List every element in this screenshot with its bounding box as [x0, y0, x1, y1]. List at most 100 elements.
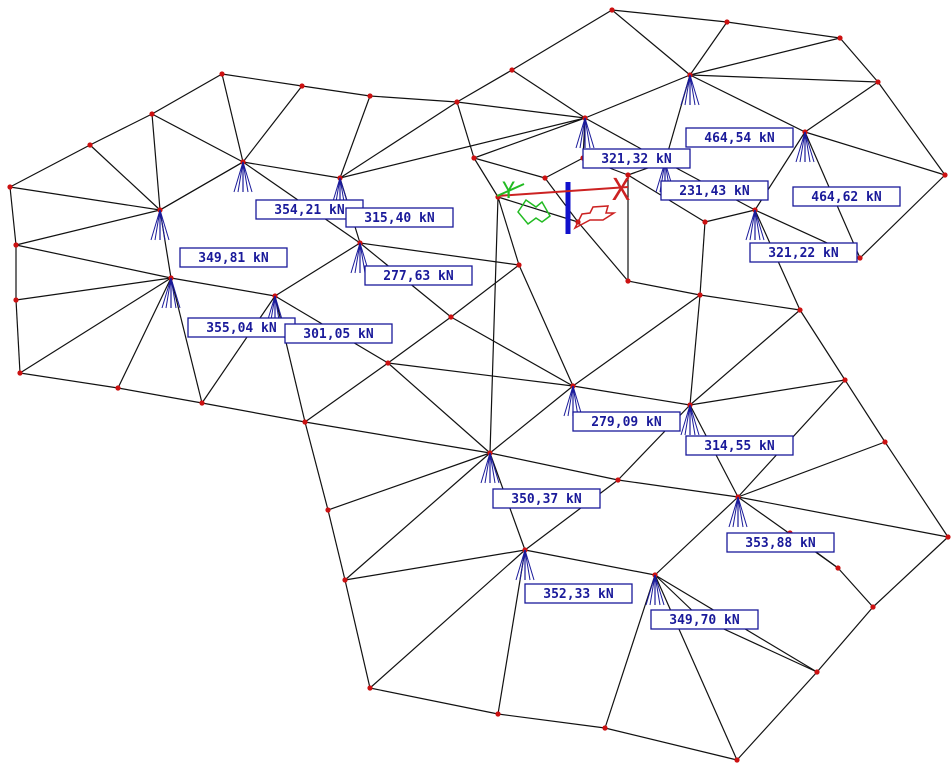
mesh-edge: [837, 567, 874, 608]
mesh-edge: [221, 73, 244, 163]
mesh-edge: [15, 209, 161, 246]
mesh-edge: [339, 117, 586, 179]
mesh-edge: [689, 21, 728, 76]
mesh-node: [615, 477, 621, 483]
mesh-edge: [456, 69, 513, 103]
mesh-node: [13, 242, 19, 248]
mesh-edge: [839, 37, 879, 83]
reaction-arrow-fan: [484, 452, 491, 484]
reaction-arrow-fan: [737, 496, 744, 528]
mesh-edge: [804, 131, 946, 176]
mesh-node: [625, 278, 631, 284]
mesh-edge: [117, 387, 203, 404]
mesh-edge: [387, 316, 452, 364]
reaction-arrow-fan: [237, 161, 244, 193]
reaction-label: 464,54 kN: [704, 131, 775, 146]
mesh-node: [542, 175, 548, 181]
reaction-label: 349,81 kN: [198, 251, 269, 266]
axis-x-line: [496, 186, 629, 197]
reaction-arrow-fan: [354, 242, 361, 274]
reaction-label-box: [345, 207, 454, 228]
mesh-edge: [327, 452, 491, 511]
mesh-edge: [304, 362, 389, 423]
mesh-edge: [301, 85, 371, 97]
mesh-node: [509, 67, 515, 73]
mesh-node: [857, 255, 863, 261]
mesh-edge: [489, 452, 619, 481]
mesh-edge: [274, 242, 361, 297]
reaction-arrow-fan: [161, 277, 172, 309]
reaction-arrow-fan: [654, 574, 665, 606]
mesh-edge: [15, 244, 172, 279]
mesh-edge: [359, 242, 520, 266]
reaction-label-box: [284, 323, 393, 344]
mesh-edge: [572, 385, 691, 406]
reaction-arrow-fan: [689, 74, 700, 106]
mesh-edge: [369, 95, 458, 103]
mesh-edge: [201, 295, 276, 404]
reaction-label-box: [685, 127, 794, 148]
mesh-edge: [872, 536, 949, 608]
mesh-node: [448, 314, 454, 320]
mesh-node: [734, 757, 740, 763]
mesh-edge: [19, 372, 119, 389]
mesh-edge: [736, 671, 818, 761]
mesh-node: [325, 507, 331, 513]
reaction-arrow-fan: [159, 209, 166, 241]
reaction-label: 321,22 kN: [768, 246, 839, 261]
mesh-edge: [611, 9, 691, 76]
reaction-arrow-fan: [233, 161, 244, 193]
reaction-label: 314,55 kN: [704, 439, 775, 454]
mesh-edge: [497, 713, 606, 729]
axis-y-label: Y: [502, 179, 515, 204]
reaction-arrow-fan: [649, 574, 656, 606]
mesh-edge: [19, 277, 172, 374]
mesh-edge: [726, 21, 841, 39]
mesh-node: [495, 711, 501, 717]
mesh-edge: [117, 277, 172, 389]
mesh-edge: [816, 606, 874, 673]
reaction-label-box: [492, 488, 601, 509]
mesh-edge: [699, 294, 801, 311]
mesh-edge: [572, 294, 701, 387]
reaction-arrow-fan: [689, 404, 700, 436]
mesh-edge: [201, 402, 306, 423]
mesh-edge: [242, 85, 303, 163]
reaction-arrow-fan: [804, 131, 811, 163]
reaction-arrow-fan: [567, 385, 574, 417]
reaction-label: 464,62 kN: [811, 190, 882, 205]
mesh-node: [842, 377, 848, 383]
reaction-arrow-fan: [728, 496, 739, 528]
axis-y-line: [496, 183, 525, 197]
mesh-edge: [339, 95, 371, 179]
mesh-edge: [544, 157, 584, 179]
reaction-label: 277,63 kN: [383, 269, 454, 284]
mesh-edge: [611, 9, 728, 23]
coordinate-axis-triad: X Y: [496, 173, 630, 234]
mesh-edge: [804, 81, 879, 133]
reaction-label-box: [650, 609, 759, 630]
mesh-edge: [544, 177, 579, 223]
reaction-label: 321,32 kN: [601, 152, 672, 167]
axis-x-arrow: [573, 205, 617, 230]
mesh-edge: [473, 117, 586, 159]
mesh-node: [870, 604, 876, 610]
mesh-node: [17, 370, 23, 376]
reaction-label-box: [660, 180, 769, 201]
mesh-edge: [15, 299, 21, 374]
mesh-edge: [151, 113, 244, 163]
mesh-node: [837, 35, 843, 41]
mesh-edge: [89, 113, 153, 146]
mesh-edge: [456, 101, 586, 119]
reaction-arrow-fan: [242, 161, 253, 193]
mesh-node: [945, 534, 951, 540]
reaction-arrow-fan: [799, 131, 806, 163]
reaction-arrows: [150, 74, 815, 606]
mesh-edge: [221, 73, 303, 87]
mesh-node: [602, 725, 608, 731]
mesh-edge: [799, 309, 846, 381]
mesh-node: [87, 142, 93, 148]
reaction-arrow-fan: [150, 209, 161, 241]
reaction-arrow-fan: [170, 277, 177, 309]
